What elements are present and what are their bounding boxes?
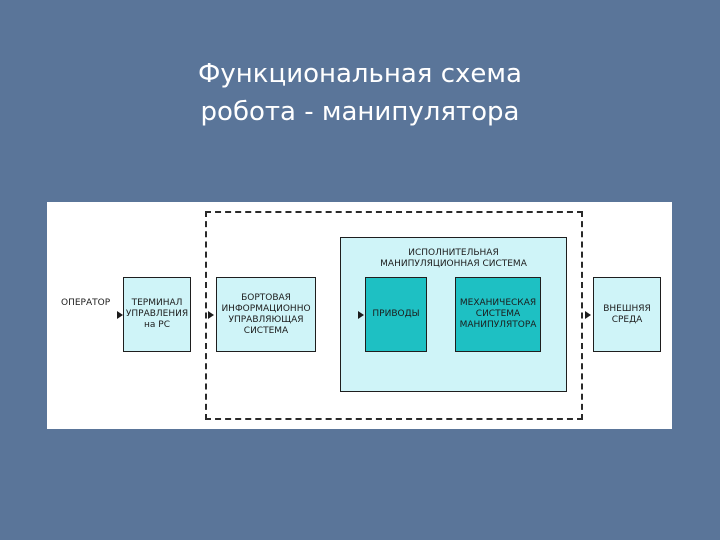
- mechanical-system-block: МЕХАНИЧЕСКАЯ СИСТЕМА МАНИПУЛЯТОРА: [455, 277, 541, 352]
- title-line-1: Функциональная схема: [198, 59, 522, 89]
- arrow-onboard-drives: [358, 311, 364, 319]
- mechanical-line-2: СИСТЕМА: [475, 309, 521, 319]
- terminal-line-3: на PC: [144, 320, 170, 330]
- terminal-block: ТЕРМИНАЛ УПРАВЛЕНИЯ на PC: [123, 277, 191, 352]
- onboard-line-3: УПРАВЛЯЮЩАЯ: [228, 314, 304, 325]
- environment-block: ВНЕШНЯЯ СРЕДА: [593, 277, 661, 352]
- title-line-2: робота - манипулятора: [200, 97, 520, 127]
- slide-title: Функциональная схема робота - манипулято…: [0, 55, 720, 131]
- mechanical-line-1: МЕХАНИЧЕСКАЯ: [459, 298, 537, 308]
- drives-block: ПРИВОДЫ: [365, 277, 427, 352]
- drives-label: ПРИВОДЫ: [372, 309, 420, 319]
- diagram-panel: ОПЕРАТОР ТЕРМИНАЛ УПРАВЛЕНИЯ на PC БОРТО…: [47, 202, 672, 429]
- onboard-line-1: БОРТОВАЯ: [241, 292, 291, 303]
- environment-line-1: ВНЕШНЯЯ: [603, 303, 651, 314]
- arrow-mechanical-environment: [585, 311, 591, 319]
- onboard-line-4: СИСТЕМА: [243, 325, 289, 336]
- onboard-system-block: БОРТОВАЯ ИНФОРМАЦИОННО УПРАВЛЯЮЩАЯ СИСТЕ…: [216, 277, 316, 352]
- arrow-terminal-onboard: [208, 311, 214, 319]
- mechanical-line-3: МАНИПУЛЯТОРА: [459, 320, 537, 330]
- terminal-line-2: УПРАВЛЕНИЯ: [125, 309, 189, 319]
- executive-line-2: МАНИПУЛЯЦИОННАЯ СИСТЕМА: [380, 259, 527, 269]
- environment-line-2: СРЕДА: [611, 314, 643, 325]
- arrow-operator-terminal: [117, 311, 123, 319]
- operator-label: ОПЕРАТОР: [61, 298, 111, 308]
- onboard-line-2: ИНФОРМАЦИОННО: [221, 303, 311, 314]
- terminal-line-1: ТЕРМИНАЛ: [131, 298, 183, 308]
- executive-line-1: ИСПОЛНИТЕЛЬНАЯ: [408, 248, 499, 258]
- robot-boundary: [205, 211, 583, 420]
